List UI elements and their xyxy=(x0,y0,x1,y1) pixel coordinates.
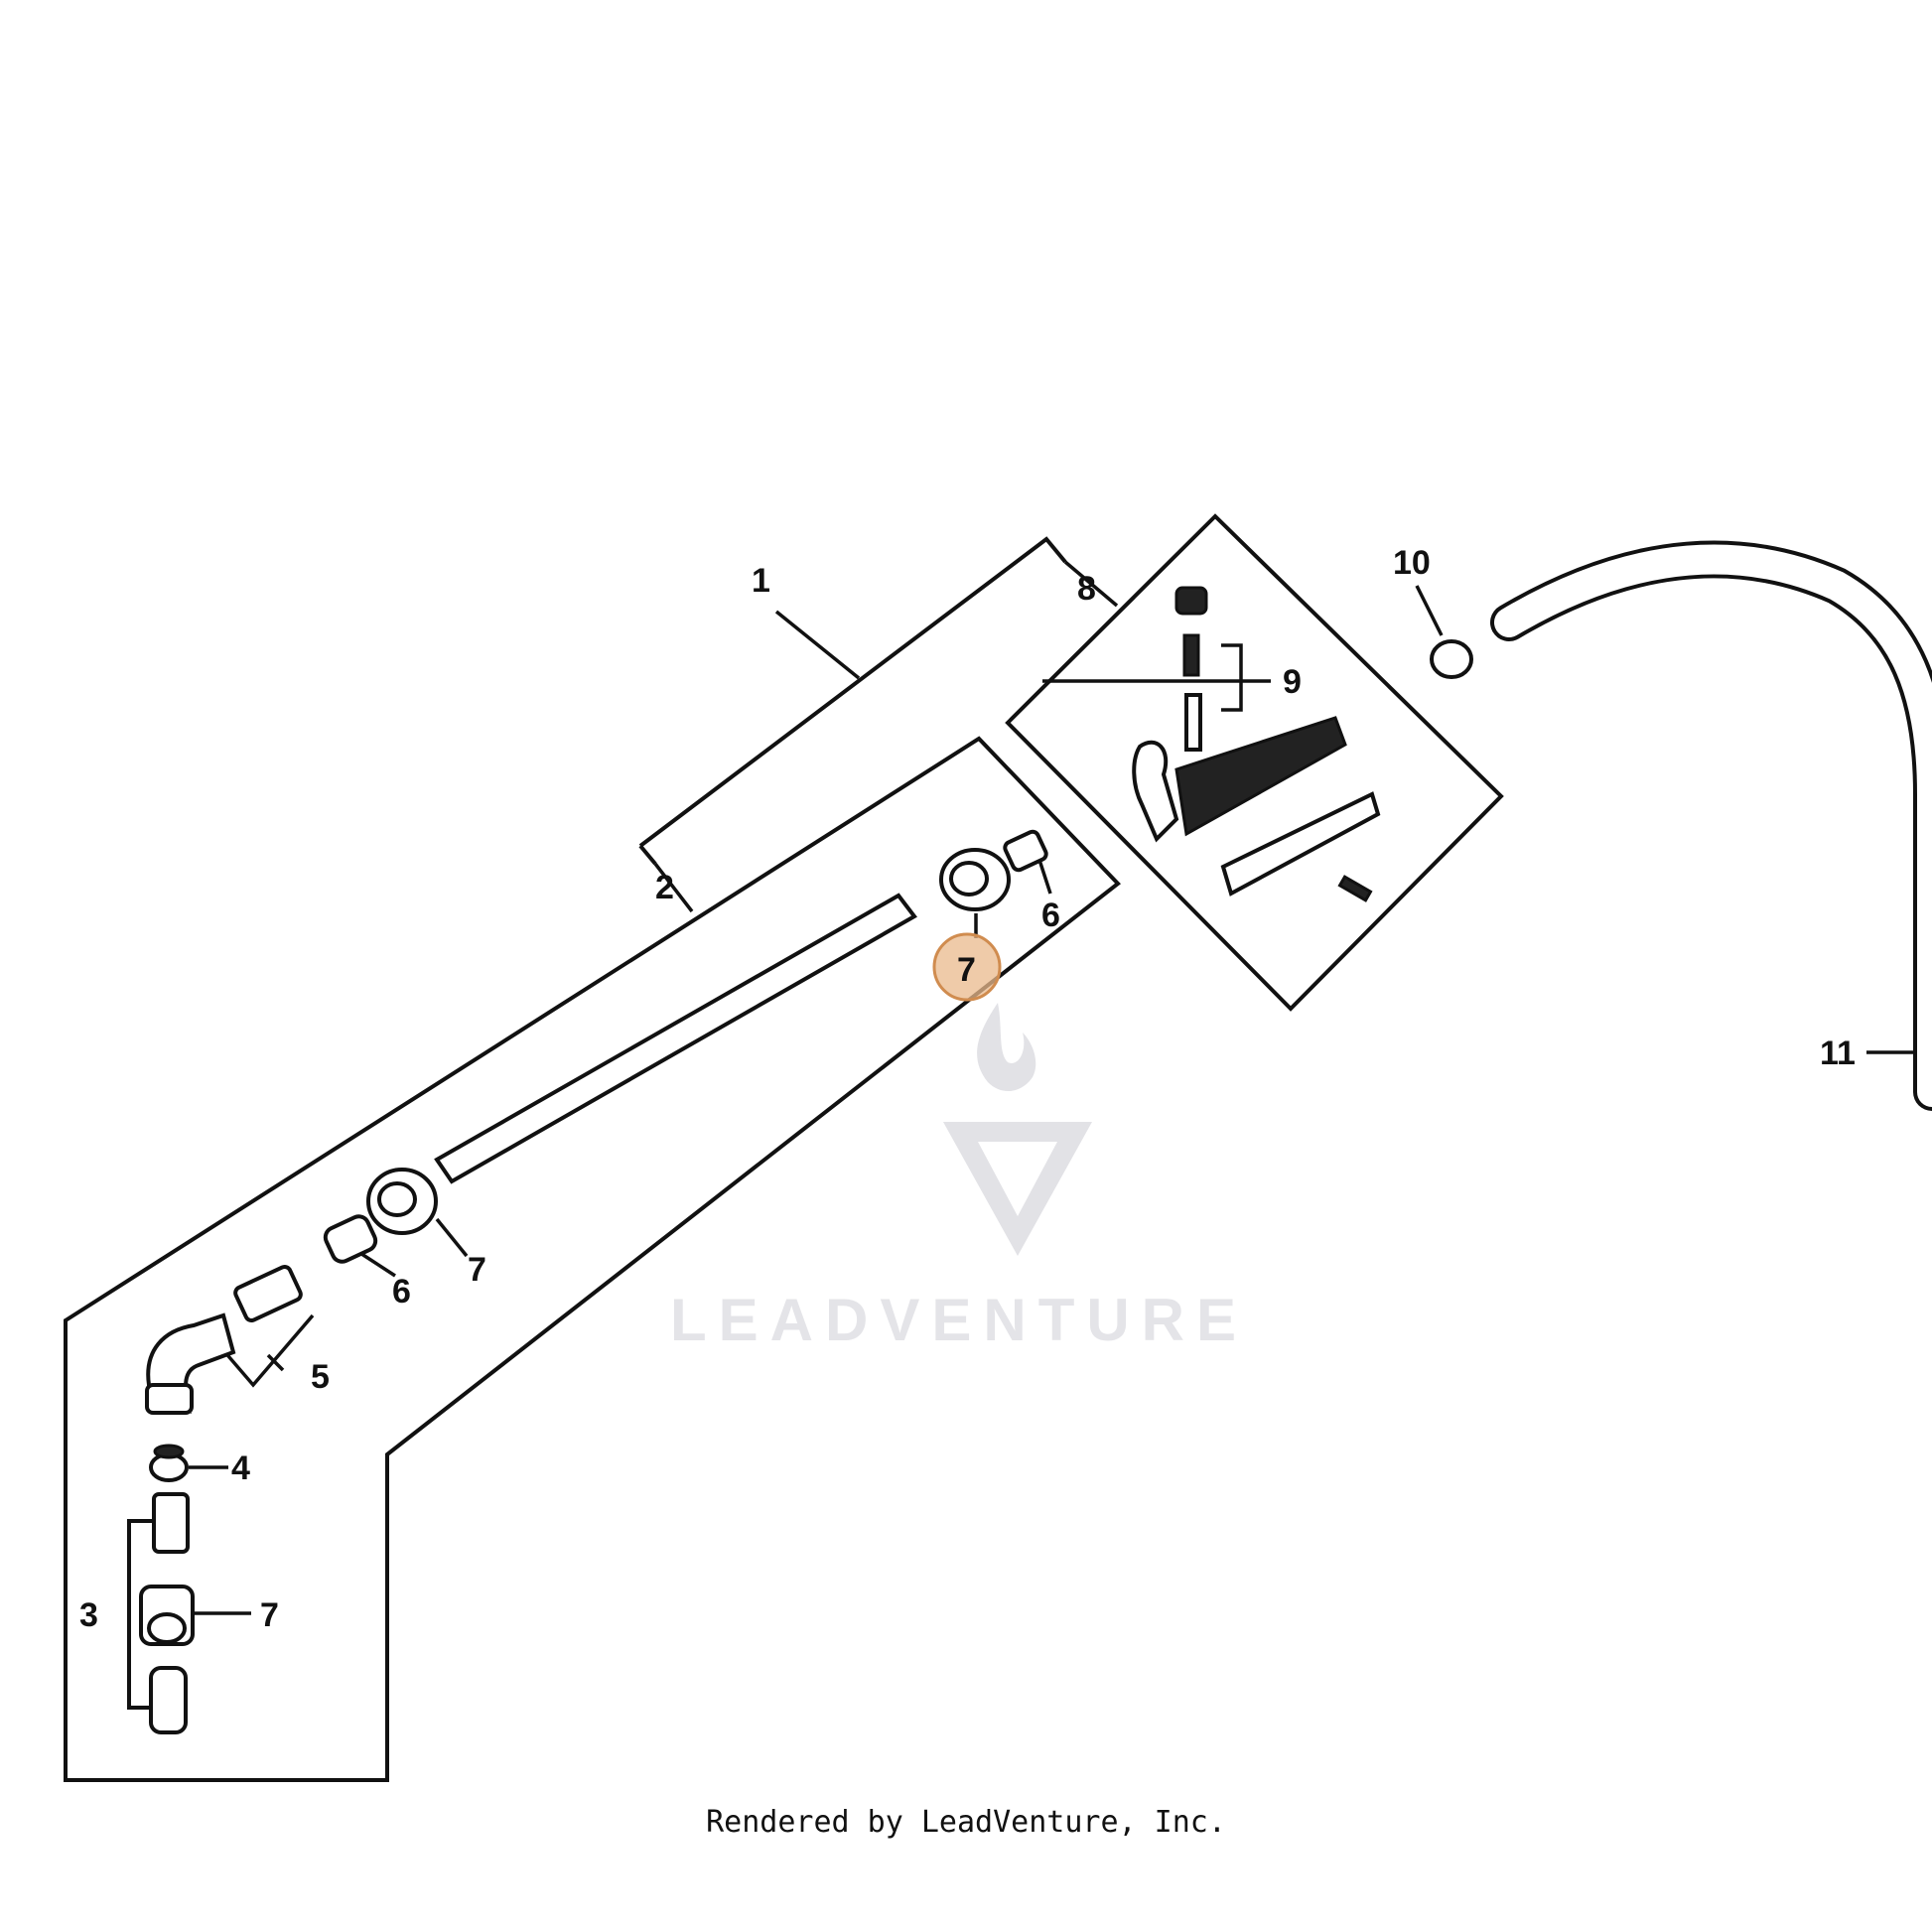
cap-top xyxy=(1174,586,1208,616)
callout-8[interactable]: 8 xyxy=(1077,570,1096,608)
bracket-1-2-8-links xyxy=(653,560,1119,913)
hose xyxy=(1490,540,1932,1111)
callout-11[interactable]: 11 xyxy=(1820,1035,1856,1072)
handle-cover xyxy=(1220,791,1381,897)
valve-assembly-outline xyxy=(1005,513,1504,1012)
bracket-1-2-8 xyxy=(638,536,1067,866)
callout-7-middle[interactable]: 7 xyxy=(468,1251,486,1289)
callout-4[interactable]: 4 xyxy=(231,1449,250,1487)
lance-assembly-outline xyxy=(64,736,1121,1782)
adapter-top xyxy=(1003,829,1048,873)
highlighted-callout-ring[interactable] xyxy=(932,932,1002,1002)
watermark-logo: LEADVENTURE xyxy=(670,1003,1248,1353)
spring xyxy=(1182,633,1200,677)
hose-clamp xyxy=(1430,639,1473,679)
nozzle-tip xyxy=(149,1666,188,1734)
callout-labels: 1 2 3 4 5 6 6 7 7 7 8 9 10 11 xyxy=(79,544,1856,1634)
part-drawings xyxy=(139,540,1932,1734)
footer-credit: Rendered by LeadVenture, Inc. xyxy=(706,1805,1226,1840)
callout-9[interactable]: 9 xyxy=(1283,663,1302,701)
adapter-bottom xyxy=(323,1214,378,1264)
callout-10[interactable]: 10 xyxy=(1393,544,1431,582)
nozzle-body xyxy=(152,1492,190,1554)
fitting-nipple xyxy=(233,1264,303,1323)
watermark-text: LEADVENTURE xyxy=(670,1287,1248,1353)
trigger-lever xyxy=(1132,740,1179,843)
leader-lines xyxy=(179,585,1932,1615)
handle-grip xyxy=(1174,716,1347,837)
callout-1[interactable]: 1 xyxy=(752,562,770,600)
callout-6-top[interactable]: 6 xyxy=(1041,897,1060,934)
callout-6-bottom[interactable]: 6 xyxy=(392,1273,411,1311)
assembly-outlines xyxy=(64,513,1504,1782)
callout-3[interactable]: 3 xyxy=(79,1596,98,1634)
lance-tube xyxy=(434,893,917,1184)
valve-stem xyxy=(1184,693,1202,752)
callout-7-bottom[interactable]: 7 xyxy=(260,1596,279,1634)
handle-screw xyxy=(1337,875,1373,902)
callout-7-highlighted[interactable]: 7 xyxy=(957,951,976,989)
callout-2[interactable]: 2 xyxy=(655,869,674,906)
callout-5[interactable]: 5 xyxy=(311,1358,330,1396)
